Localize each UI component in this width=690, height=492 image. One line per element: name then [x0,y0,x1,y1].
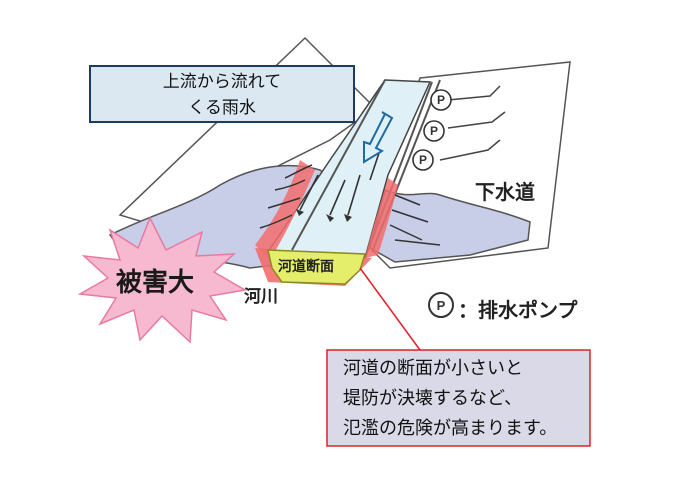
upstream-callout-text: 上流から流れて くる雨水 [90,69,354,121]
pump-legend-icon-letter: P [437,298,446,313]
pump-icon-letter: P [430,124,438,138]
pump-icon [412,149,434,171]
overflow-arrow [391,209,429,223]
overflow-arrow [267,197,301,209]
note-text: 河道の断面が小さいと 堤防が決壊するなど、 氾濫の危険が高まります。 [343,354,557,444]
flow-arrowhead [296,209,304,216]
note-line1: 河道の断面が小さいと [343,358,523,379]
left-embankment-line [291,79,386,251]
left-overflow-zone [255,160,315,260]
sewer-pipe [447,111,506,129]
left-overflow-arrows [259,164,313,229]
note-box [326,349,591,447]
right-overflow-zone [365,178,398,258]
river-section-badge-shape [267,249,367,285]
pump-icon-letters: P P P [419,93,445,167]
overflow-arrow [394,239,441,246]
upstream-callout-box [89,65,355,123]
overflow-arrow [394,194,421,206]
pump-icon [423,120,445,142]
overflow-arrow [284,164,313,179]
pump-legend-icon [428,292,454,318]
note-line3: 氾濫の危険が高まります。 [343,418,558,439]
right-overflow-arrows [389,194,441,246]
flow-arrowhead [344,214,352,222]
note-line2: 堤防が決壊するなど、 [343,388,523,409]
upstream-flow-arrow-icon [363,111,394,164]
damage-burst-shape [77,216,248,344]
river-label: 河川 [244,287,278,307]
channel-flow-arrowheads [296,209,352,222]
pump-legend-label: ：排水ポンプ [458,298,578,322]
overflow-arrow [259,214,293,229]
pump-icons [412,89,452,171]
upstream-callout-line1: 上流から流れて [162,72,282,92]
flow-arrowhead [326,214,334,222]
pump-icon-letter: P [437,93,445,107]
flow-arrow [329,179,346,216]
flow-arrow [347,174,361,216]
flow-arrow [369,149,381,181]
sewer-label: 下水道 [475,180,535,204]
sewer-pipe [439,139,501,161]
sewer-pipe [447,85,501,101]
overflow-arrow [274,179,306,191]
overflow-arrow [389,224,423,241]
flow-arrow [299,174,319,211]
pump-icon-letter: P [419,153,427,167]
channel-flow-arrows [299,149,381,216]
upstream-callout-line2: くる雨水 [188,98,256,118]
note-connector-line [359,267,421,351]
damage-label: 被害大 [116,268,195,298]
pump-icon [430,89,452,111]
right-flood-water [369,188,531,263]
sewer-pipes [439,85,506,161]
river-section-label: 河道断面 [278,259,334,275]
